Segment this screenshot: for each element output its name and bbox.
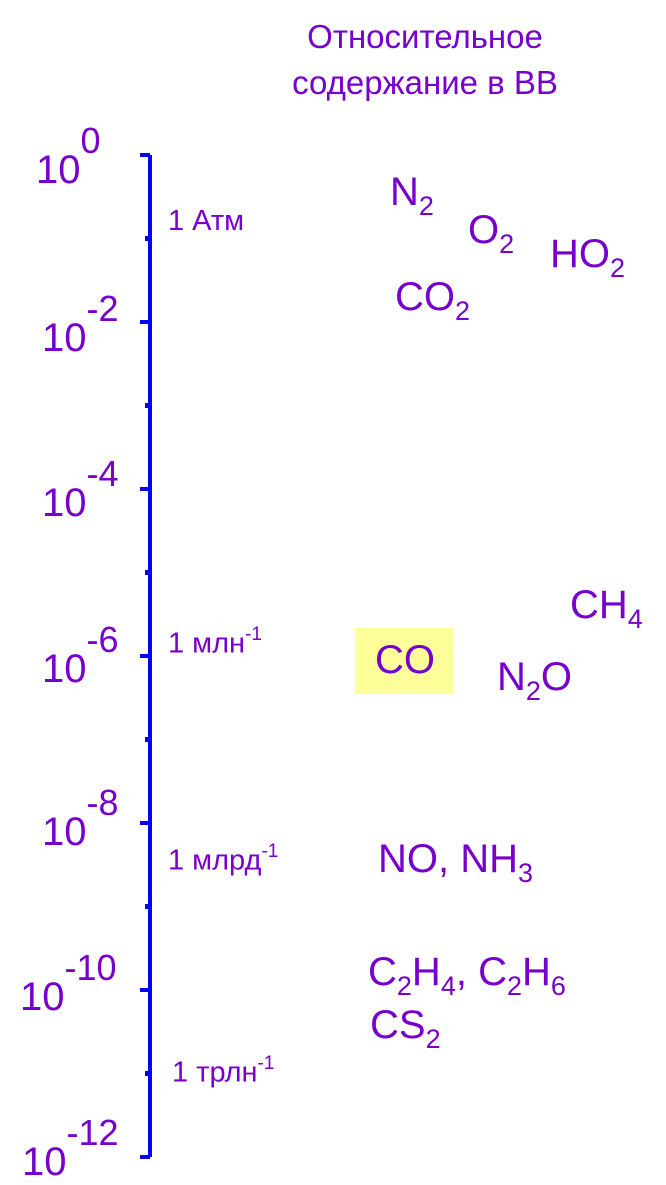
unit-label-ppt: 1 трлн-1 (172, 1053, 275, 1089)
species-o2: O2 (468, 208, 515, 259)
chart-title: Относительное содержание в ВВ (190, 14, 660, 106)
species-n2: N2 (390, 170, 434, 221)
unit-label-ppb: 1 млрд-1 (168, 841, 279, 877)
species-ch4: CH4 (570, 583, 643, 634)
tick-label-minus-12: 10-12 (22, 1112, 119, 1184)
tick-label-minus-4: 10-4 (42, 453, 119, 525)
species-c2h4-c2h6: C2H4, C2H6 (368, 950, 566, 1001)
unit-label-atm: 1 Атм (168, 205, 245, 237)
axis-ticks (140, 153, 150, 1159)
species-n2o: N2O (497, 655, 573, 706)
species-co2: CO2 (395, 275, 471, 326)
species-ho2: HO2 (550, 232, 626, 283)
tick-label-minus-2: 10-2 (42, 288, 119, 360)
tick-label-minus-10: 10-10 (20, 947, 117, 1019)
title-line-1: Относительное (307, 18, 543, 55)
species-cs2: CS2 (370, 1003, 441, 1054)
tick-label-0: 100 (36, 120, 101, 192)
tick-label-minus-8: 10-8 (42, 782, 119, 854)
unit-label-ppm: 1 млн-1 (168, 624, 262, 660)
tick-label-minus-6: 10-6 (42, 619, 119, 691)
title-line-2: содержание в ВВ (292, 64, 558, 101)
species-co: CO (355, 628, 453, 694)
species-no-nh3: NO, NH3 (378, 837, 534, 888)
